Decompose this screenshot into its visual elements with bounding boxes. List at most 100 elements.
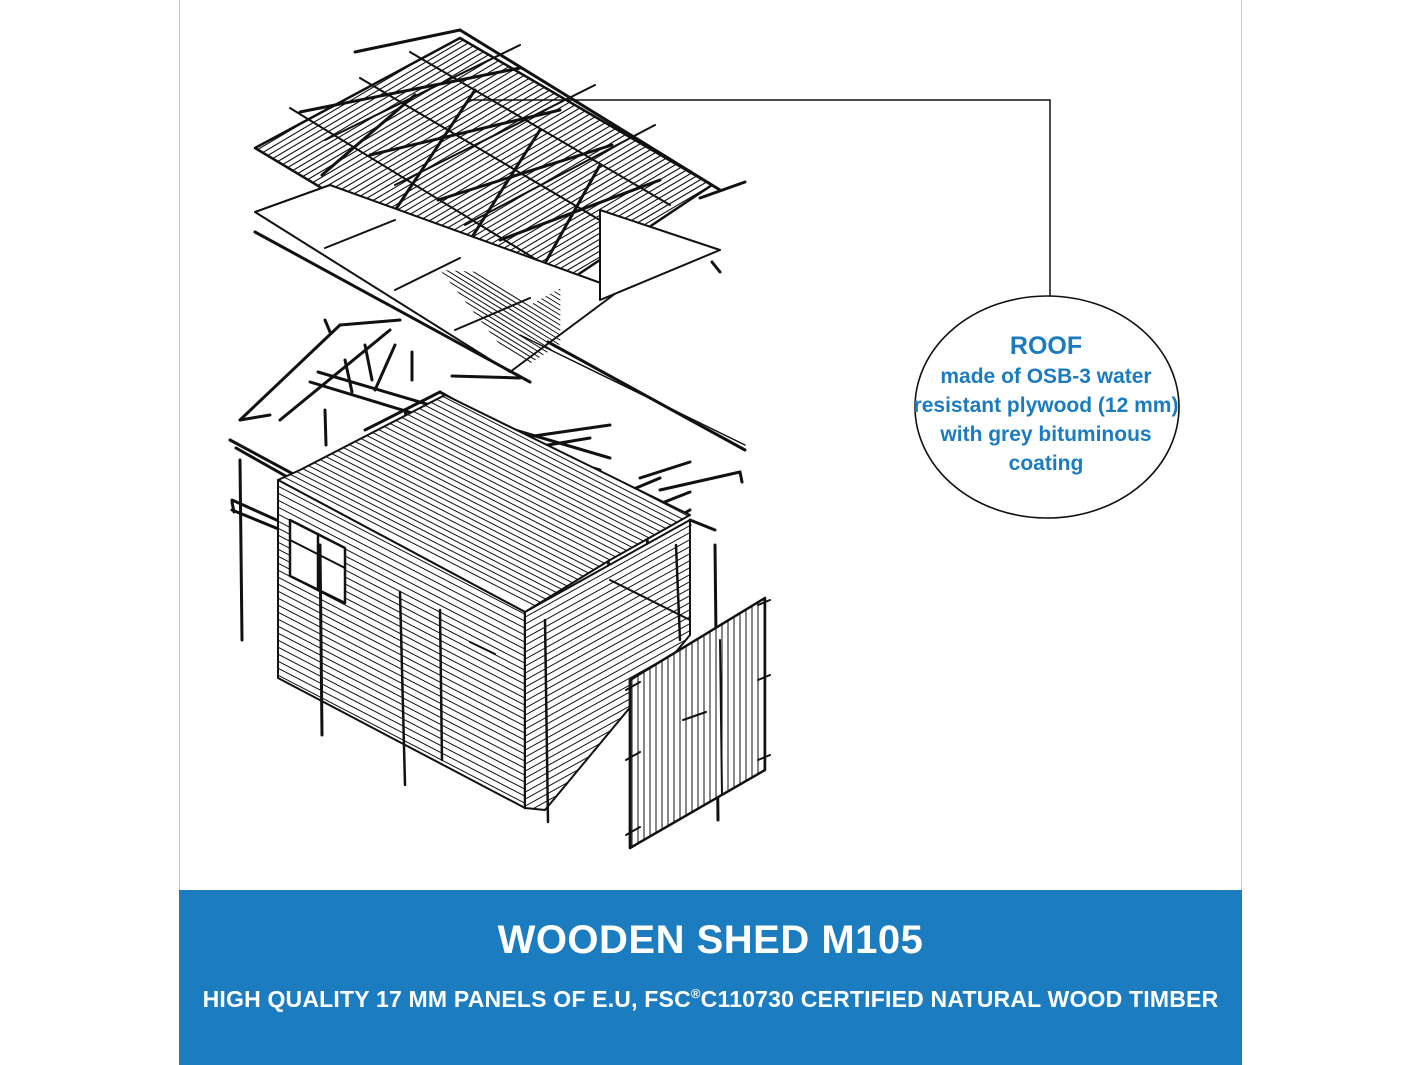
hatch-line	[720, 318, 940, 448]
hatch-line	[294, 62, 516, 194]
hatch-line	[324, 80, 546, 212]
callout-title: ROOF	[1009, 332, 1083, 360]
hatch-line	[289, 59, 511, 191]
hatch-line	[270, 818, 540, 890]
hatch-line	[525, 624, 690, 726]
hatch-line	[278, 395, 690, 577]
hatch-line	[520, 828, 700, 890]
hatch-line	[278, 469, 690, 612]
hatch-line	[440, 269, 561, 351]
hatch-line	[634, 266, 712, 310]
hatch-line	[278, 451, 690, 612]
hatch-line	[278, 642, 525, 784]
callout-line-1: made of OSB-3 water	[940, 365, 1152, 388]
hatch-line	[278, 395, 690, 547]
hatch-line	[278, 803, 525, 808]
hatch-line	[525, 596, 690, 698]
hatch-line	[520, 814, 700, 890]
hatch-line	[525, 554, 690, 656]
hatch-line	[664, 284, 712, 310]
hatch-line	[520, 821, 700, 890]
hatch-line	[639, 269, 712, 310]
product-title: WOODEN SHED M105	[497, 918, 924, 962]
hatch-line	[644, 272, 712, 310]
callout-line-2: resistant plywood (12 mm)	[913, 394, 1179, 417]
hatch-line	[278, 502, 525, 644]
hatch-line	[649, 275, 712, 310]
hatch-line	[299, 65, 521, 197]
hatch-line	[278, 395, 690, 553]
hatch-line	[440, 259, 561, 341]
hatch-line	[694, 302, 712, 310]
hatch-line	[274, 50, 496, 182]
hatch-line	[525, 575, 690, 677]
hatch-line	[669, 287, 712, 310]
hatch-line	[278, 656, 525, 798]
registered-mark: ®	[690, 986, 701, 1001]
hatch-line	[525, 617, 690, 719]
hatch-line	[278, 649, 525, 791]
hatch-line	[278, 663, 525, 805]
hatch-line	[278, 607, 525, 749]
hatch-line	[278, 439, 690, 612]
hatch-line	[259, 41, 481, 173]
hatch-line	[679, 293, 712, 310]
hatch-line	[525, 631, 690, 733]
hatch-line	[278, 395, 690, 571]
hatch-line	[699, 305, 712, 310]
hatch-line	[278, 433, 690, 612]
hatch-line	[304, 68, 526, 200]
hatch-line	[654, 278, 712, 310]
hatch-line	[278, 782, 525, 808]
hatch-line	[525, 589, 690, 691]
hatch-line	[278, 488, 525, 630]
hatch-line	[278, 789, 525, 808]
hatch-line	[278, 621, 525, 763]
hatch-line	[624, 260, 712, 310]
hatch-line	[689, 299, 712, 310]
hatch-line	[278, 457, 690, 612]
hatch-line	[264, 44, 486, 176]
hatch-line	[278, 614, 525, 756]
hatch-line	[525, 603, 690, 705]
hatch-line	[278, 593, 525, 735]
hatch-line	[334, 86, 556, 218]
hatch-line	[278, 445, 690, 612]
hatch-line	[278, 628, 525, 770]
hatch-line	[525, 568, 690, 670]
hatch-line	[278, 395, 690, 559]
hatch-line	[278, 395, 690, 565]
hatch-line	[710, 312, 930, 442]
hatch-line	[278, 495, 525, 637]
subtitle-part-1: HIGH QUALITY 17 MM PANELS OF E.U, FSC	[202, 986, 691, 1012]
hatch-line	[525, 540, 690, 642]
hatch-line	[525, 520, 690, 621]
hatch-line	[278, 481, 525, 623]
hatch-line	[674, 290, 712, 310]
hatch-line	[525, 582, 690, 684]
hatch-line	[525, 533, 690, 635]
hatch-line	[278, 586, 525, 728]
callout-leader-line	[469, 99, 1051, 299]
hatch-line	[278, 463, 690, 612]
hatch-line	[278, 635, 525, 777]
product-banner: WOODEN SHED M105 HIGH QUALITY 17 MM PANE…	[179, 890, 1242, 1065]
hatch-line	[704, 308, 712, 310]
hatch-line	[278, 395, 690, 535]
hatch-line	[344, 92, 566, 224]
hatch-line	[329, 83, 551, 215]
hatch-line	[629, 263, 712, 310]
hatch-line	[525, 561, 690, 663]
hatch-line	[339, 89, 561, 221]
callout-text: ROOF made of OSB-3 water resistant plywo…	[912, 330, 1180, 478]
hatch-line	[270, 811, 540, 890]
hatch-line	[525, 526, 690, 628]
hatch-line	[525, 610, 690, 712]
hatch-line	[278, 395, 690, 529]
hatch-line	[278, 395, 690, 541]
product-subtitle: HIGH QUALITY 17 MM PANELS OF E.U, FSC®C1…	[179, 986, 1242, 1013]
hatch-line	[659, 281, 712, 310]
hatch-line	[309, 71, 531, 203]
hatch-line	[278, 579, 525, 721]
hatch-line	[684, 296, 712, 310]
